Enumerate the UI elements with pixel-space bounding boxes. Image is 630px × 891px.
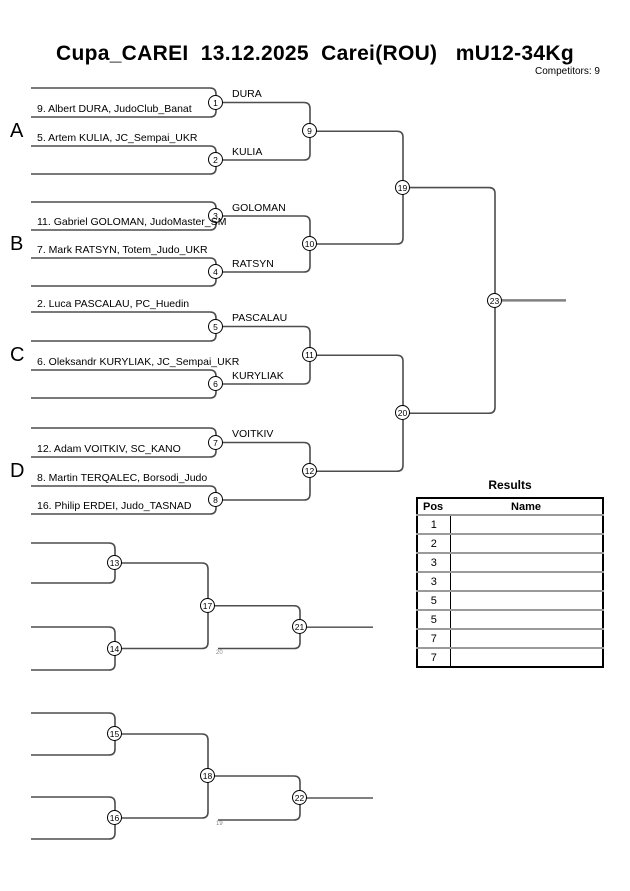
match-circle-11: 11 [302, 347, 317, 362]
pair-line [31, 369, 217, 399]
competitor-name: 11. Gabriel GOLOMAN, JudoMaster_SM [37, 216, 227, 228]
semi-line [310, 354, 404, 473]
competitor-name: 9. Albert DURA, JudoClub_Banat [37, 103, 192, 115]
result-name [450, 610, 603, 629]
results-table: Pos Name 1 2 3 3 [416, 497, 604, 668]
results-title: Results [488, 478, 532, 492]
result-name [450, 553, 603, 572]
pair-line [31, 311, 217, 342]
results-col-name: Name [450, 498, 603, 516]
result-name [450, 515, 603, 534]
final-line [403, 186, 496, 415]
loser-ref-from-match-20: 20 [216, 650, 223, 656]
pair-line [31, 712, 116, 756]
competitor-name: 5. Artem KULIA, JC_Sempai_UKR [37, 132, 198, 144]
match-circle-7: 7 [208, 434, 223, 450]
pair-line [31, 626, 116, 671]
winner-label: DURA [232, 88, 262, 100]
winner-label: PASCALAU [232, 312, 288, 324]
match-circle-8: 8 [208, 492, 223, 507]
match-circle-21: 21 [292, 619, 307, 634]
match-circle-23: 23 [487, 292, 502, 308]
result-pos: 7 [417, 648, 451, 667]
result-name [450, 591, 603, 610]
match-circle-4: 4 [208, 264, 223, 279]
section-label-c: C [10, 344, 25, 366]
pair-line [31, 542, 116, 584]
loser-ref-from-match-19: 19 [216, 821, 223, 827]
section-label-a: A [10, 120, 24, 142]
match-circle-1: 1 [208, 94, 223, 110]
results-row: 1 [417, 515, 603, 534]
match-circle-19: 19 [395, 179, 410, 195]
results-header-row: Pos Name [417, 498, 603, 516]
rep-final-line [208, 604, 301, 650]
result-name [450, 648, 603, 667]
pair-line [31, 257, 217, 287]
section-label-b: B [10, 233, 24, 255]
winner-label: KULIA [232, 145, 263, 158]
results-row: 5 [417, 591, 603, 610]
match-circle-5: 5 [208, 318, 223, 334]
results-col-pos: Pos [417, 498, 450, 516]
match-circle-12: 12 [302, 463, 317, 478]
result-pos: 7 [417, 629, 451, 648]
match-circle-22: 22 [292, 790, 307, 805]
result-pos: 3 [417, 572, 451, 591]
match-circle-13: 13 [107, 555, 122, 570]
rep-semi-line [115, 733, 209, 819]
match-circle-20: 20 [395, 405, 410, 420]
results-row: 2 [417, 534, 603, 553]
result-pos: 5 [417, 591, 451, 610]
result-name [450, 534, 603, 553]
match-circle-15: 15 [107, 726, 122, 741]
competitor-name: 7. Mark RATSYN, Totem_Judo_UKR [37, 244, 208, 256]
competitors-count: Competitors: 9 [534, 66, 600, 77]
quarter-line [216, 101, 311, 161]
rep-semi-line [115, 562, 209, 650]
semi-line [310, 130, 404, 245]
match-circle-9: 9 [302, 123, 317, 138]
match-circle-2: 2 [208, 152, 223, 167]
competitor-name: 2. Luca PASCALAU, PC_Huedin [37, 298, 190, 310]
pair-line [31, 145, 217, 175]
rep-final-line [208, 775, 301, 821]
competitor-name: 16. Philip ERDEI, Judo_TASNAD [37, 500, 192, 512]
result-pos: 1 [417, 515, 451, 534]
match-circle-18: 18 [200, 768, 215, 783]
results-panel: Results Pos Name 1 2 3 [416, 478, 604, 668]
match-circle-14: 14 [107, 640, 122, 656]
repechage-1 [31, 542, 301, 671]
pair-line [31, 796, 116, 840]
winner-label: VOITKIV [232, 428, 274, 440]
page-title: Cupa_CAREI 13.12.2025 Carei(ROU) mU12-34… [56, 42, 574, 65]
match-circle-3: 3 [208, 208, 223, 223]
competitor-name: 12. Adam VOITKIV, SC_KANO [37, 443, 181, 455]
results-row: 3 [417, 572, 603, 591]
results-row: 3 [417, 553, 603, 572]
competitor-name: 8. Martin TERQALEC, Borsodi_Judo [37, 472, 208, 484]
competitor-name: 6. Oleksandr KURYLIAK, JC_Sempai_UKR [37, 356, 240, 368]
match-circle-16: 16 [107, 810, 122, 825]
winner-label: RATSYN [232, 257, 274, 270]
result-pos: 5 [417, 610, 451, 629]
results-row: 7 [417, 648, 603, 667]
winner-label: KURYLIAK [232, 369, 284, 382]
match-circle-6: 6 [208, 376, 223, 391]
results-row: 7 [417, 629, 603, 648]
match-circle-10: 10 [302, 236, 317, 251]
results-row: 5 [417, 610, 603, 629]
quarter-line [216, 441, 311, 501]
section-label-d: D [10, 460, 25, 482]
repechage-2 [31, 712, 301, 840]
result-pos: 2 [417, 534, 451, 553]
result-pos: 3 [417, 553, 451, 572]
winner-label: GOLOMAN [232, 201, 286, 214]
result-name [450, 629, 603, 648]
result-name [450, 572, 603, 591]
match-circle-17: 17 [200, 597, 215, 613]
